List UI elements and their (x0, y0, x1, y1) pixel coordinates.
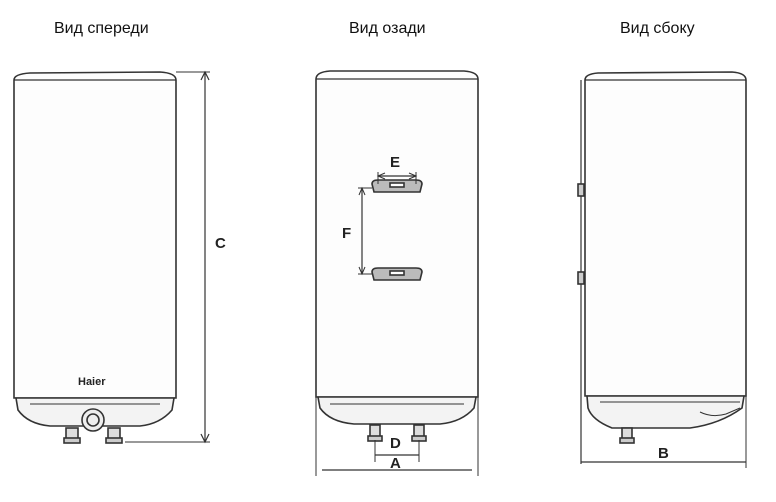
dimension-a-label: A (390, 455, 401, 472)
dimension-c (125, 70, 210, 444)
mounting-bracket-top-icon (371, 179, 423, 193)
back-view-heater (315, 70, 479, 442)
dimension-d-label: D (390, 435, 401, 452)
side-view-heater (577, 71, 747, 464)
front-view-title: Вид спереди (54, 20, 149, 37)
brand-logo: Haier (78, 376, 106, 388)
thermostat-knob-icon (81, 408, 105, 432)
bracket-icon (577, 183, 585, 197)
dimension-a (315, 397, 479, 476)
dimension-f (358, 186, 372, 276)
dimension-d (374, 440, 420, 462)
dimension-c-label: C (215, 235, 226, 252)
bracket-icon (577, 271, 585, 285)
dimension-e-label: E (390, 154, 400, 171)
dimension-b-label: B (658, 445, 669, 462)
dimension-e (376, 172, 418, 184)
mounting-bracket-bottom-icon (371, 267, 423, 281)
back-view-title: Вид озади (349, 20, 426, 37)
front-view-heater (13, 71, 177, 444)
side-view-title: Вид сбоку (620, 20, 695, 37)
dimension-b (581, 396, 747, 468)
dimension-f-label: F (342, 225, 351, 242)
